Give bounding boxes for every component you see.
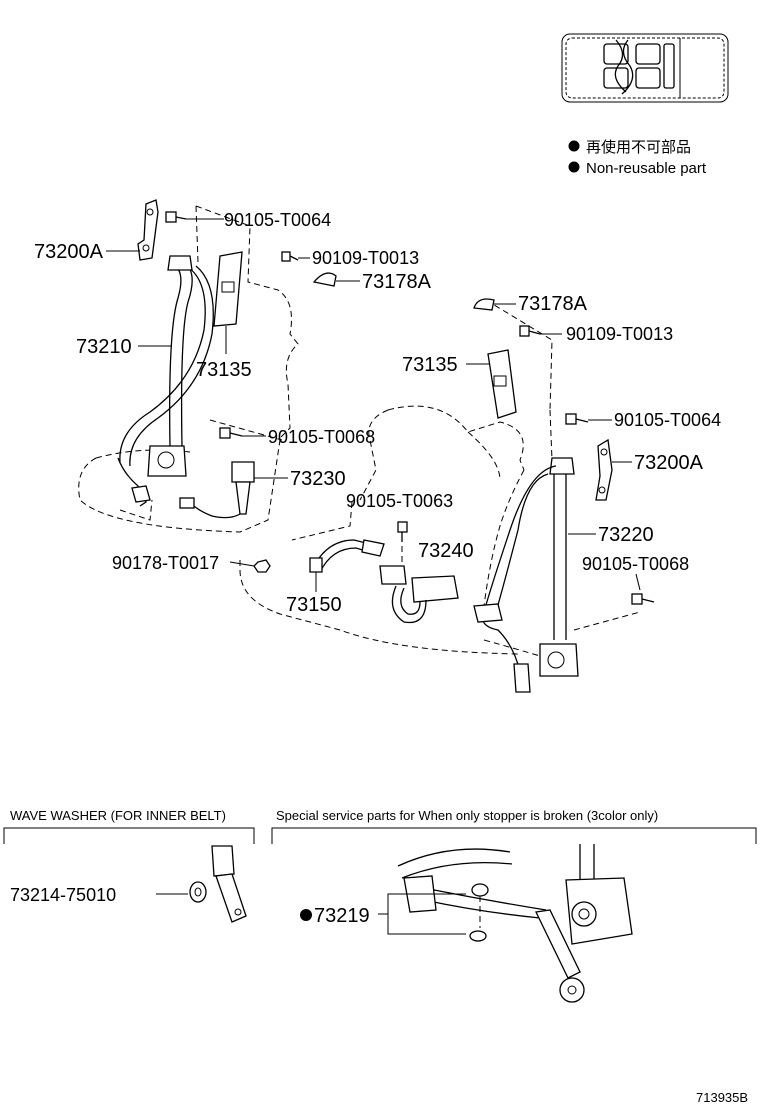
wave-washer-icon <box>189 881 207 903</box>
callout-73178A-left: 73178A <box>362 271 432 293</box>
vehicle-location-thumbnail <box>561 33 729 103</box>
callout-labels: 90105-T0064 73200A 90109-T0013 73178A 73… <box>34 210 721 616</box>
cover-icon <box>473 298 495 311</box>
cover-icon <box>312 272 337 287</box>
callout-73220: 73220 <box>598 524 654 546</box>
callout-90105-T0064-left: 90105-T0064 <box>224 210 331 230</box>
belt-guide-icon <box>213 251 243 327</box>
wave-washer-header: WAVE WASHER (FOR INNER BELT) <box>10 808 226 823</box>
center-belt-assembly <box>309 521 459 624</box>
diagram-id: 713935B <box>696 1090 748 1105</box>
callout-90178-T0017: 90178-T0017 <box>112 553 219 573</box>
callout-90105-T0068-right: 90105-T0068 <box>582 554 689 574</box>
callout-90105-T0064-right: 90105-T0064 <box>614 410 721 430</box>
callout-73210: 73210 <box>76 336 132 358</box>
center-seat-outline <box>239 501 521 655</box>
callout-73230: 73230 <box>290 468 346 490</box>
buckle-icon <box>231 461 255 483</box>
right-belt-assembly <box>473 438 613 693</box>
special-service-header: Special service parts for When only stop… <box>276 808 658 823</box>
left-belt-assembly <box>117 199 214 507</box>
non-reusable-bullet-icon <box>300 909 312 921</box>
belt-guide-icon <box>487 349 517 419</box>
right-bolts <box>473 298 655 605</box>
left-seat-outline <box>78 205 299 533</box>
bolt-icon <box>519 325 541 337</box>
stopper-icon <box>469 930 487 942</box>
callout-90105-T0063: 90105-T0063 <box>346 491 453 511</box>
callout-90109-T0013-right: 90109-T0013 <box>566 324 673 344</box>
callout-90105-T0068-left: 90105-T0068 <box>268 427 375 447</box>
bolt-icon <box>565 413 589 425</box>
bolt-icon <box>631 593 655 605</box>
buckle-icon <box>379 565 407 585</box>
bolt-icon <box>281 251 299 262</box>
special-service-section: Special service parts for When only stop… <box>271 808 757 1003</box>
callout-73135-left: 73135 <box>196 359 252 381</box>
callout-73150: 73150 <box>286 594 342 616</box>
callout-73240: 73240 <box>418 540 474 562</box>
leader-lines <box>106 218 641 592</box>
non-reusable-bullet-icon <box>568 140 580 152</box>
legend: 再使用不可部品 Non-reusable part <box>568 139 707 177</box>
callout-73178A-right: 73178A <box>518 293 588 315</box>
non-reusable-bullet-icon <box>568 161 580 173</box>
wave-washer-section: WAVE WASHER (FOR INNER BELT) 73214-75010 <box>3 808 255 923</box>
bolt-icon <box>219 427 243 439</box>
legend-japanese: 再使用不可部品 <box>586 139 691 156</box>
callout-73135-right: 73135 <box>402 354 458 376</box>
legend-english: Non-reusable part <box>586 160 707 177</box>
right-seat-outline <box>359 299 641 657</box>
callout-73214-75010: 73214-75010 <box>10 885 116 905</box>
bolt-icon <box>397 521 408 542</box>
callout-73219: 73219 <box>314 905 370 927</box>
callout-73200A-right: 73200A <box>634 452 704 474</box>
nut-icon <box>253 559 271 573</box>
left-bolts <box>165 211 337 573</box>
buckle-icon <box>211 845 235 877</box>
callout-90109-T0013-left: 90109-T0013 <box>312 248 419 268</box>
callout-73200A-left: 73200A <box>34 241 104 263</box>
bolt-icon <box>165 211 187 223</box>
stopper-icon <box>471 883 489 897</box>
